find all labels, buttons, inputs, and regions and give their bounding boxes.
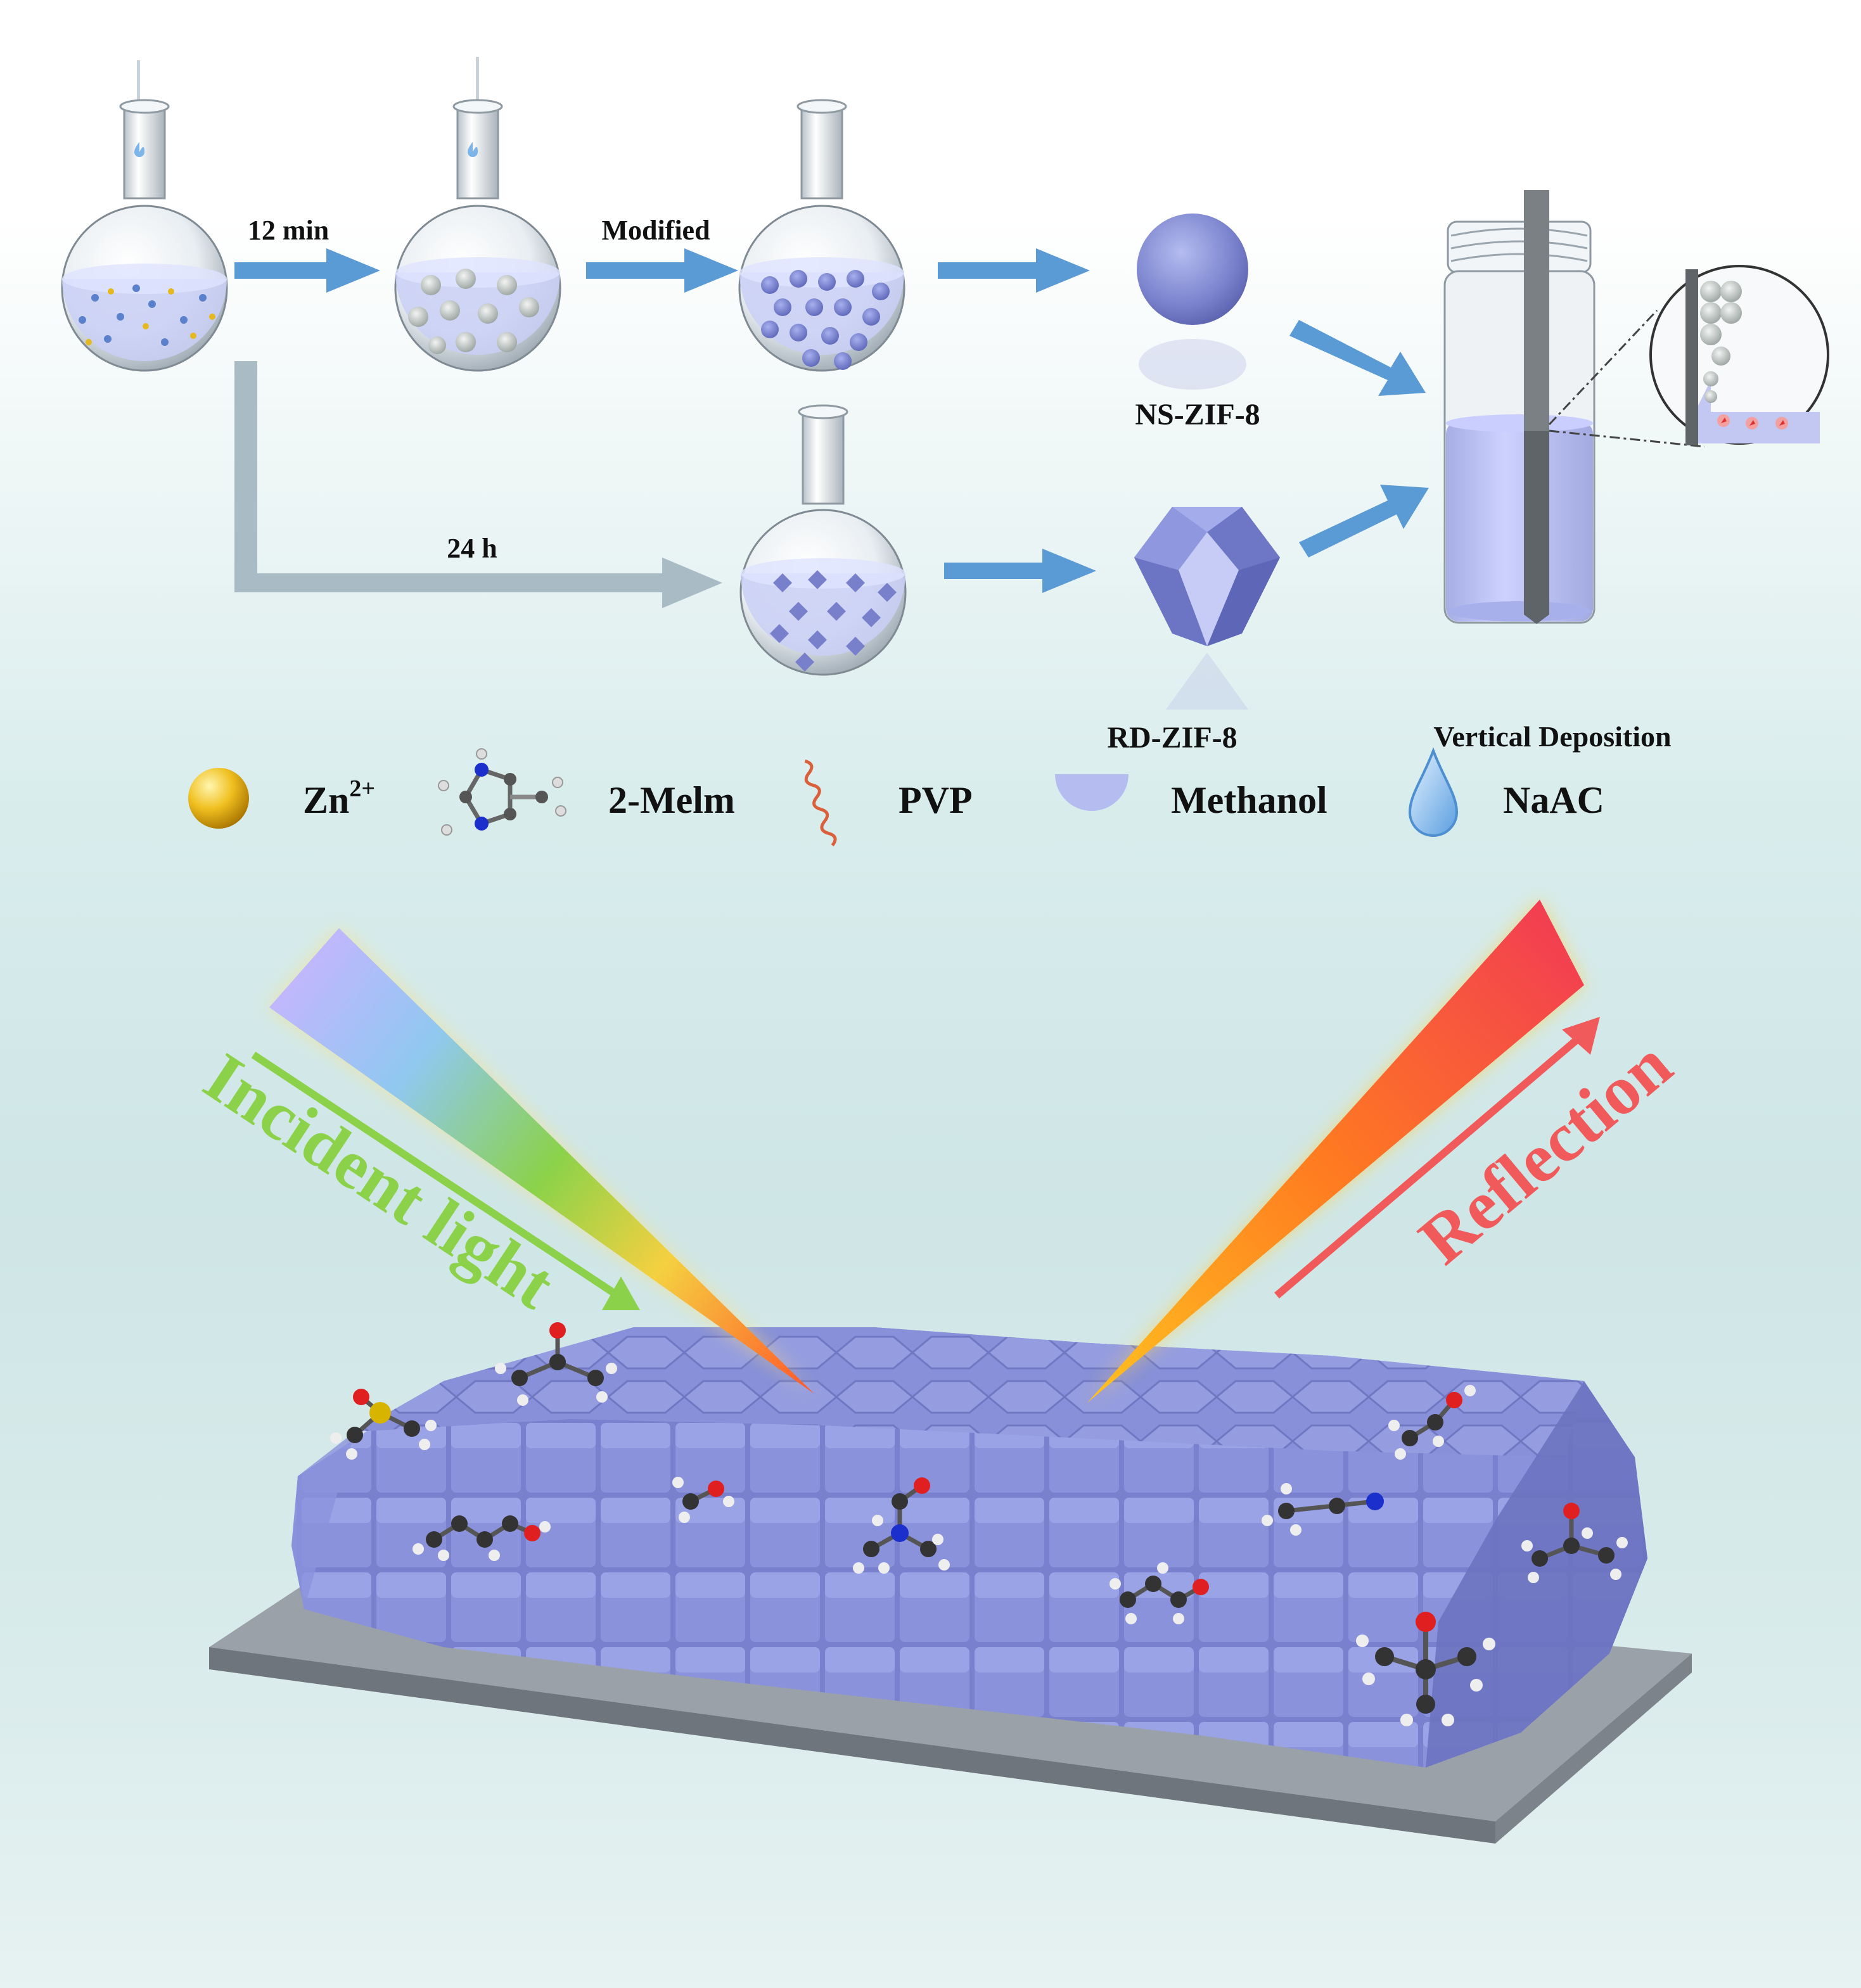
vertical-deposition-vial bbox=[1443, 190, 1596, 624]
droplet-icon bbox=[1408, 747, 1459, 837]
molecule-methanol bbox=[672, 1477, 734, 1523]
flask-rd-zif8 bbox=[739, 404, 907, 676]
zif8-photonic-film bbox=[291, 1327, 1647, 1768]
time-label-long: 24 h bbox=[447, 533, 497, 564]
arrow-to-vial-lower bbox=[1299, 485, 1429, 558]
molecule-isopropanol bbox=[1521, 1503, 1628, 1583]
reflection-arrow bbox=[1274, 1017, 1600, 1299]
flask-nucleation bbox=[394, 57, 561, 372]
molecule-propanol bbox=[1110, 1562, 1209, 1624]
ns-zif8-label: NS-ZIF-8 bbox=[1135, 398, 1260, 431]
rd-zif8-label: RD-ZIF-8 bbox=[1107, 721, 1237, 755]
legend-2melm-label: 2-Melm bbox=[608, 779, 735, 821]
time-label-short: 12 min bbox=[248, 215, 329, 246]
pvp-chain-icon bbox=[804, 759, 837, 846]
arrow-step-1 bbox=[234, 248, 380, 293]
methylimidazole-icon bbox=[438, 748, 566, 836]
incident-arrow bbox=[251, 1051, 640, 1310]
arrow-24h-route bbox=[234, 361, 722, 608]
molecule-dmso bbox=[330, 1389, 437, 1460]
legend-pvp-label: PVP bbox=[899, 779, 973, 821]
legend: Zn2+ 2-Melm PVP Methanol NaAC bbox=[188, 747, 1604, 846]
vertical-deposition-label: Vertical Deposition bbox=[1433, 720, 1671, 753]
rd-zif8-dodecahedron bbox=[1134, 507, 1280, 710]
deposition-zoom-callout bbox=[1548, 265, 1829, 448]
molecule-tert-butanol bbox=[1356, 1612, 1495, 1726]
flask-precursor bbox=[61, 60, 228, 372]
modified-label: Modified bbox=[601, 215, 710, 246]
molecule-butanol bbox=[412, 1515, 551, 1561]
molecule-acetone bbox=[495, 1322, 617, 1406]
molecule-dmf bbox=[853, 1477, 950, 1574]
ns-zif8-sphere bbox=[1137, 213, 1248, 390]
molecule-acetonitrile bbox=[1262, 1483, 1384, 1536]
flask-ns-zif8 bbox=[738, 99, 905, 372]
molecule-ethanol bbox=[1388, 1385, 1476, 1460]
zinc-ion-icon bbox=[188, 768, 249, 829]
arrow-step-4 bbox=[944, 549, 1096, 593]
arrow-step-2 bbox=[586, 248, 738, 293]
arrow-to-vial-upper bbox=[1289, 320, 1426, 396]
legend-naac-label: NaAC bbox=[1503, 779, 1604, 821]
reflection-beam bbox=[1087, 900, 1584, 1403]
legend-methanol-label: Methanol bbox=[1171, 779, 1327, 821]
arrow-step-3 bbox=[938, 248, 1090, 293]
legend-zn-label: Zn2+ bbox=[303, 775, 375, 821]
methanol-icon bbox=[1055, 774, 1129, 811]
incident-light-beam bbox=[269, 928, 814, 1394]
